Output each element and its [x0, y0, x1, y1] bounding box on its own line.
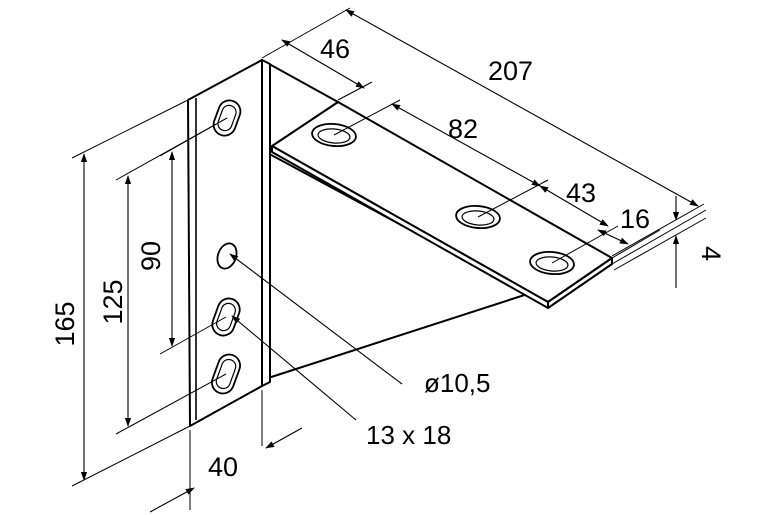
dimension-165: 165: [50, 99, 191, 487]
dimension-40: 40: [149, 390, 303, 513]
dimension-207-label: 207: [488, 56, 533, 86]
dimension-4: 4: [611, 196, 726, 288]
callout-round-hole: ø10,5: [229, 253, 491, 398]
dimension-90: 90: [136, 117, 228, 355]
dimension-16-label: 16: [620, 204, 650, 234]
dimension-43-label: 43: [566, 178, 596, 208]
dimension-82-label: 82: [448, 114, 478, 144]
dimension-90-label: 90: [136, 241, 166, 271]
bracket: [187, 59, 613, 427]
dimension-125-label: 125: [98, 279, 128, 324]
dimension-40-label: 40: [208, 452, 238, 482]
vertical-leg-front: [187, 59, 263, 427]
callout-slot-label: 13 x 18: [366, 420, 451, 450]
dimension-4-label: 4: [696, 246, 726, 261]
dimension-46: 46: [281, 34, 373, 101]
dimension-82: 82: [333, 99, 549, 218]
dimension-16: 16: [597, 204, 661, 259]
callout-slot: 13 x 18: [231, 315, 451, 450]
dimension-165-label: 165: [50, 301, 80, 346]
callout-round-hole-label: ø10,5: [424, 368, 491, 398]
vertical-leg-side: [261, 59, 271, 387]
dimension-46-label: 46: [320, 34, 350, 64]
